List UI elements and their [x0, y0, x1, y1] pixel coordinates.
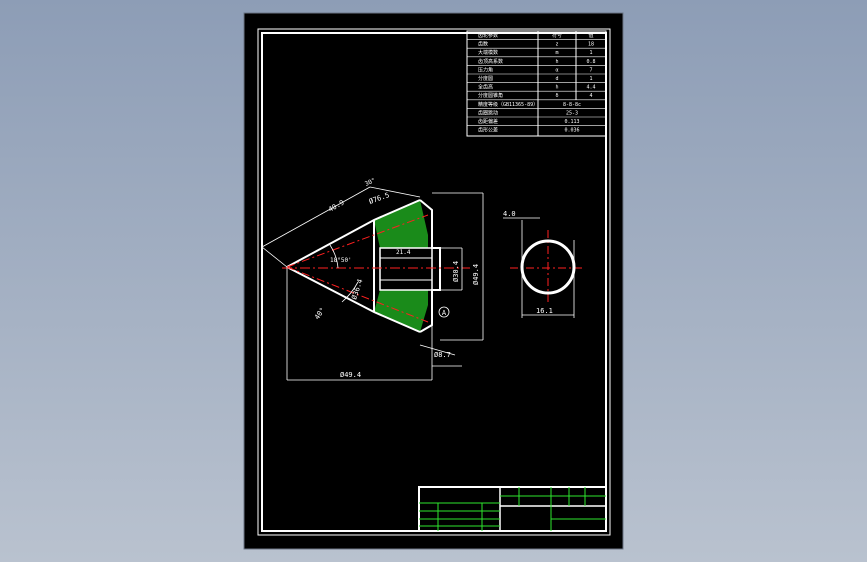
spec-cell: m: [555, 50, 558, 56]
spec-cell: 精度等级（GB11365-89）: [478, 101, 538, 108]
title-block: [418, 486, 607, 532]
spec-cell: 全齿高: [478, 84, 493, 91]
spec-cell: 齿顶高系数: [478, 58, 503, 65]
spec-cell: h: [555, 85, 558, 91]
spec-cell: 4.4: [586, 85, 595, 91]
spec-cell: 值: [588, 32, 593, 39]
dim-height-inner: Ø30.4: [452, 261, 460, 282]
dim-side-top: 4.0: [503, 210, 516, 218]
spec-cell: 0.113: [564, 119, 579, 125]
spec-table-frame: [466, 30, 607, 137]
spec-cell: 25-3: [566, 110, 578, 116]
spec-cell: 齿圈跳动: [478, 109, 498, 116]
gear-side-view: 4.0 16.1: [503, 210, 584, 318]
spec-cell: 分度圆: [478, 75, 493, 82]
spec-cell: 1: [589, 76, 592, 82]
spec-cell: 7: [589, 67, 592, 73]
dim-height-outer: Ø49.4: [472, 264, 480, 285]
gear-back-outline: [419, 199, 441, 333]
spec-cell: 18: [588, 42, 594, 48]
spec-cell: 4: [589, 93, 592, 99]
spec-cell: 齿数: [478, 41, 488, 48]
bevel-gear-section: A 40.9 Ø76.5 30° 18°50' Ø49.4 Ø30.4 21.4…: [261, 177, 484, 381]
datum-label: A: [442, 309, 447, 317]
angle-arc: [341, 281, 359, 303]
outer-border: [257, 28, 611, 536]
spec-cell: 大端模数: [478, 49, 498, 56]
dim-tooth-width: Ø8.7: [434, 351, 451, 359]
spec-cell: 齿形公差: [478, 127, 498, 134]
dim-line: [369, 186, 421, 198]
spec-cell: 0.036: [564, 128, 579, 134]
dim-line: [261, 246, 288, 268]
dim-tip-angle: 18°50': [330, 257, 352, 264]
pitch-line: [286, 214, 429, 268]
dim-line: [419, 344, 456, 356]
angle-arc: [329, 244, 339, 269]
spec-cell: 齿轮参数: [478, 32, 498, 39]
pitch-line: [286, 266, 429, 323]
dim-bottom-width: Ø49.4: [340, 371, 361, 379]
spec-cell: d: [555, 76, 558, 82]
spec-table: 齿轮参数 符号 值齿数 z 18 大端模数 m 1 齿顶高系数 h 0.8 压力角 α 7 分度圆 d 1 全齿高…: [466, 30, 607, 137]
spec-cell: 1: [589, 50, 592, 56]
hatch-upper: [374, 200, 428, 248]
hatch-lower: [374, 290, 428, 332]
spec-cell: 分度圆锥角: [478, 92, 503, 99]
spec-cell: 0.8: [586, 59, 595, 65]
spec-cell: 齿距偏差: [478, 118, 498, 125]
spec-cell: 符号: [552, 32, 562, 39]
dim-side-bottom: 16.1: [536, 307, 553, 315]
drawing-sheet: [243, 12, 624, 550]
spec-cell: α: [555, 67, 558, 73]
title-block-frame: [418, 486, 607, 532]
datum-marker: [438, 306, 450, 318]
dim-angle-top: 30°: [364, 177, 377, 188]
spec-cell: z: [555, 42, 558, 48]
bore: [379, 247, 433, 291]
spec-cell: 压力角: [478, 66, 493, 73]
dim-line: [261, 186, 371, 248]
dim-bore-length: 21.4: [396, 249, 411, 256]
spec-cell: δ: [555, 93, 558, 99]
spec-cell: h: [555, 59, 558, 65]
spec-cell: 8-8-8c: [563, 102, 581, 108]
